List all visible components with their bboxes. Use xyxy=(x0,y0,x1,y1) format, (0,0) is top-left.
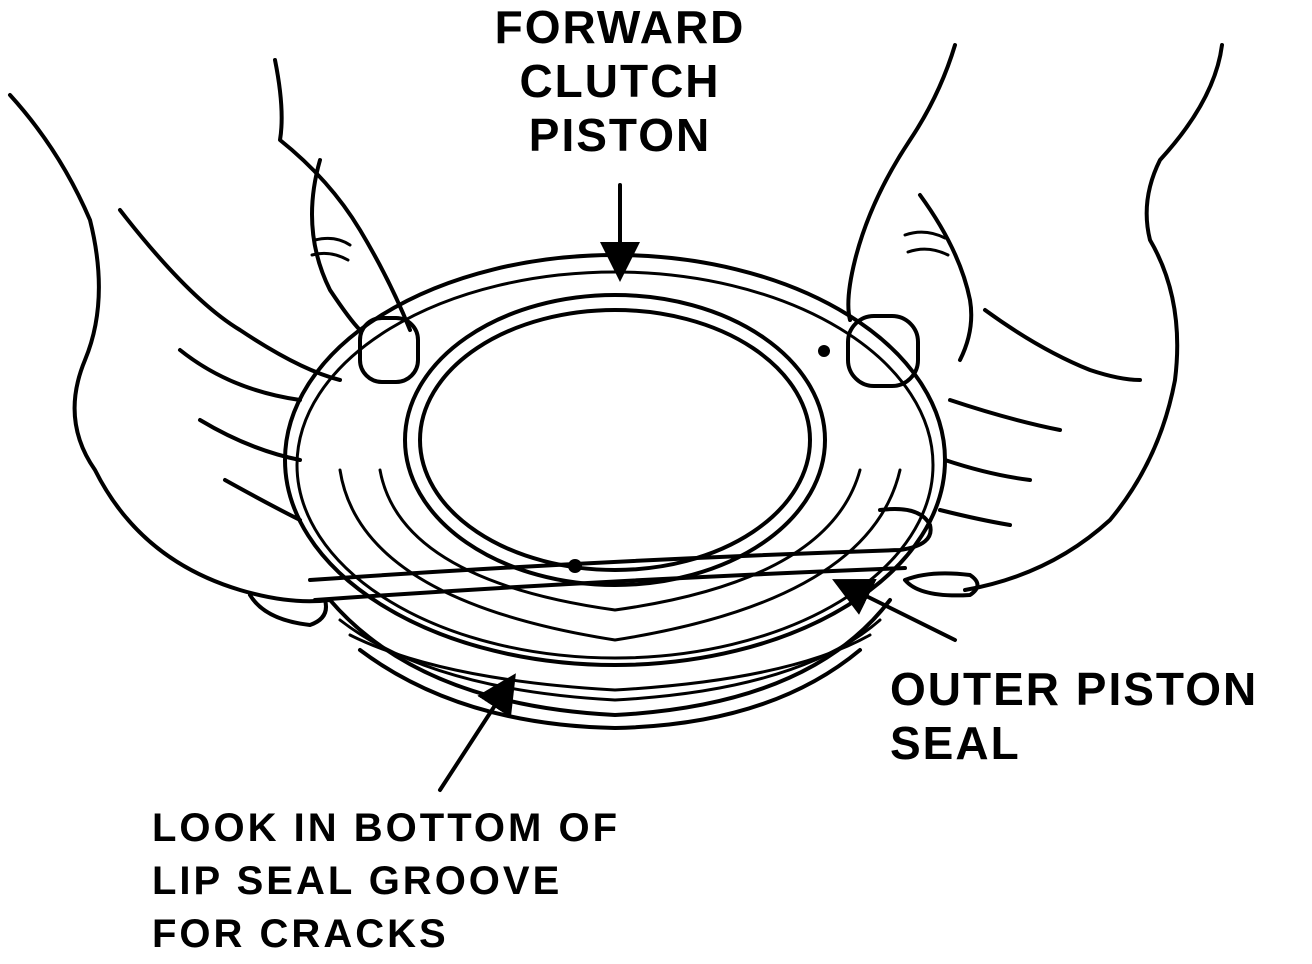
bleed-hole-back xyxy=(818,345,830,357)
label-line: CLUTCH xyxy=(519,55,721,107)
forward-clutch-piston-label: FORWARD CLUTCH PISTON xyxy=(450,0,790,162)
bleed-hole-front xyxy=(568,559,582,573)
lip-seal-groove-label: LOOK IN BOTTOM OF LIP SEAL GROOVE FOR CR… xyxy=(152,802,620,961)
groove-3 xyxy=(348,633,872,692)
left-hand xyxy=(8,58,420,627)
label-line: LOOK IN BOTTOM OF xyxy=(152,806,621,850)
inner-bore-outer xyxy=(403,293,827,587)
middle-ring xyxy=(338,468,902,642)
groove-1 xyxy=(328,598,892,717)
label-line: LIP SEAL GROOVE xyxy=(152,859,563,903)
label-line: PISTON xyxy=(528,109,712,161)
left-thumbnail xyxy=(358,316,420,384)
label-line: FOR CRACKS xyxy=(152,912,449,956)
right-thumbnail xyxy=(846,314,920,388)
label-line: SEAL xyxy=(890,717,1021,769)
lip-seal-groove-arrow xyxy=(438,673,516,792)
right-hand xyxy=(846,43,1224,598)
groove-4 xyxy=(358,648,862,730)
outer-piston-seal-line-2 xyxy=(313,566,907,602)
piston-body xyxy=(283,253,947,730)
middle-ring-2 xyxy=(378,468,862,612)
outer-piston-seal-label: OUTER PISTON SEAL xyxy=(890,662,1258,770)
outer-rim-inner xyxy=(295,270,935,660)
label-line: OUTER PISTON xyxy=(890,663,1259,715)
outer-piston-seal-line xyxy=(308,507,933,582)
label-line: FORWARD xyxy=(494,1,746,53)
inner-bore xyxy=(418,308,812,572)
outer-piston-seal-arrow xyxy=(832,578,957,642)
